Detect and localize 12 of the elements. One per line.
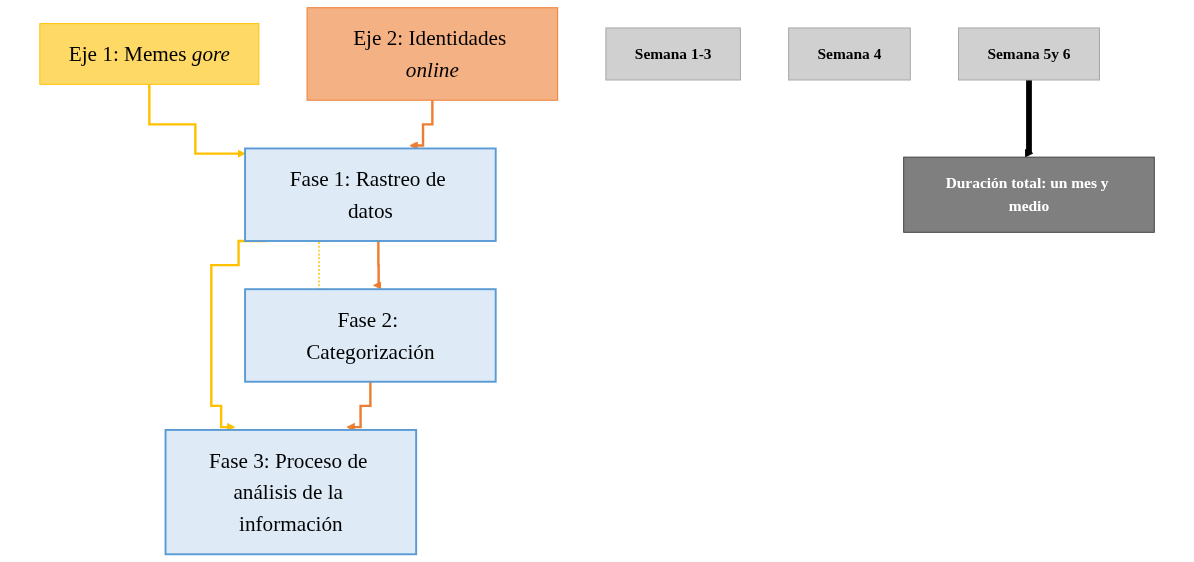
arrow: [372, 239, 382, 290]
node-box: Semana 5y 6: [957, 27, 1100, 81]
node-box: Duración total: un mes y medio: [903, 156, 1155, 233]
node-box: Fase 2: Categorización: [244, 288, 497, 383]
node-box: Semana 1-3: [605, 27, 741, 81]
node-box: Semana 4: [788, 27, 911, 81]
arrow: [148, 83, 246, 158]
node-box: Eje 2: Identidades online: [306, 7, 559, 101]
arrow: [409, 99, 434, 150]
node-box: Fase 3: Proceso de análisis de la información: [164, 428, 418, 556]
node-box: Fase 1: Rastreo de datos: [244, 147, 497, 242]
node-box: Eje 1: Memes gore: [39, 23, 260, 85]
